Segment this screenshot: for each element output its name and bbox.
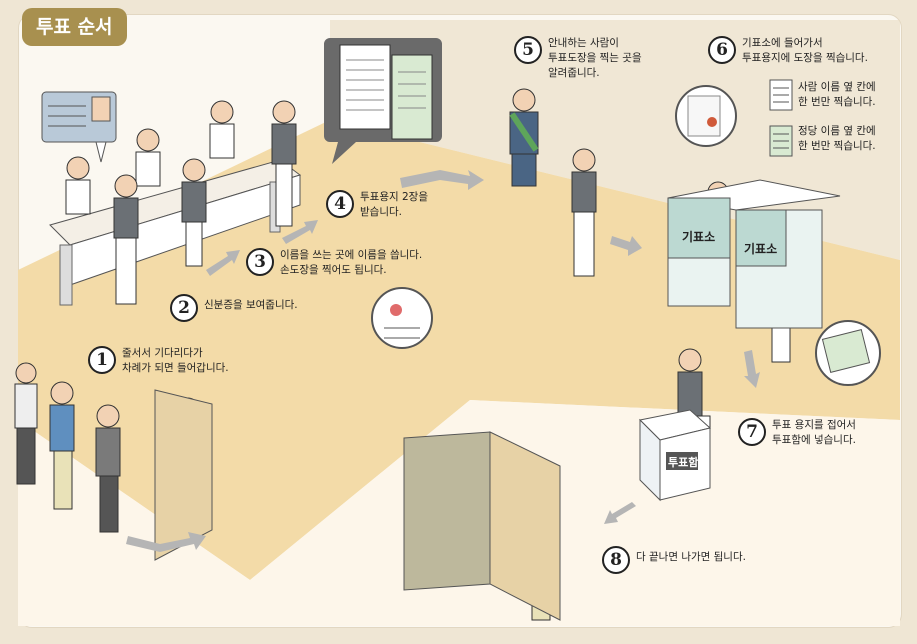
booth-label-left: 기표소 xyxy=(682,230,716,244)
step-number: 3 xyxy=(246,248,274,276)
page-title: 투표 순서 xyxy=(22,8,127,46)
ballot-box xyxy=(638,409,712,502)
step-text: 투표용지 2장을 받습니다. xyxy=(360,191,428,218)
step-text: 기표소에 들어가서 투표용지에 도장을 찍습니다. xyxy=(742,37,868,64)
step-number: 7 xyxy=(738,418,766,446)
step-text: 줄서서 기다리다가 차례가 되면 들어갑니다. xyxy=(122,347,229,374)
flow-arrows xyxy=(126,170,760,552)
exit-door xyxy=(403,431,561,621)
step-8: 8 다 끝나면 나가면 됩니다. xyxy=(602,546,746,574)
step-4: 4 투표용지 2장을 받습니다. xyxy=(326,190,428,220)
entrance-door xyxy=(154,389,213,561)
step-number: 5 xyxy=(514,36,542,64)
step-text: 투표 용지를 접어서 투표함에 넣습니다. xyxy=(772,419,856,446)
step-text: 신분증을 보여줍니다. xyxy=(204,299,298,311)
stamp-magnifier xyxy=(675,85,737,147)
legend-icons xyxy=(769,79,793,157)
fold-magnifier xyxy=(815,320,881,386)
booth-label-right: 기표소 xyxy=(744,242,778,256)
step-text: 이름을 쓰는 곳에 이름을 씁니다. 손도장을 찍어도 됩니다. xyxy=(280,249,423,276)
fingerprint-magnifier xyxy=(371,287,433,349)
step-number: 1 xyxy=(88,346,116,374)
step-number: 8 xyxy=(602,546,630,574)
step-2: 2 신분증을 보여줍니다. xyxy=(170,294,298,322)
ballot-box-label: 투표함 xyxy=(668,456,699,469)
legend-party-ballot: 정당 이름 옆 칸에 한 번만 찍습니다. xyxy=(798,125,876,152)
step-6: 6 기표소에 들어가서 투표용지에 도장을 찍습니다. xyxy=(708,36,868,66)
step-5: 5 안내하는 사람이 투표도장을 찍는 곳을 알려줍니다. xyxy=(514,36,642,81)
step-1: 1 줄서서 기다리다가 차례가 되면 들어갑니다. xyxy=(88,346,229,376)
step-text: 안내하는 사람이 투표도장을 찍는 곳을 알려줍니다. xyxy=(548,37,642,79)
id-card xyxy=(41,91,117,163)
step-number: 2 xyxy=(170,294,198,322)
step-7: 7 투표 용지를 접어서 투표함에 넣습니다. xyxy=(738,418,856,448)
voting-booth xyxy=(667,179,841,329)
ballot-bubble xyxy=(324,38,442,164)
step-3: 3 이름을 쓰는 곳에 이름을 씁니다. 손도장을 찍어도 됩니다. xyxy=(246,248,422,278)
step-number: 4 xyxy=(326,190,354,218)
step-text: 다 끝나면 나가면 됩니다. xyxy=(636,551,746,563)
legend-person-ballot: 사람 이름 옆 칸에 한 번만 찍습니다. xyxy=(798,81,876,108)
step-number: 6 xyxy=(708,36,736,64)
